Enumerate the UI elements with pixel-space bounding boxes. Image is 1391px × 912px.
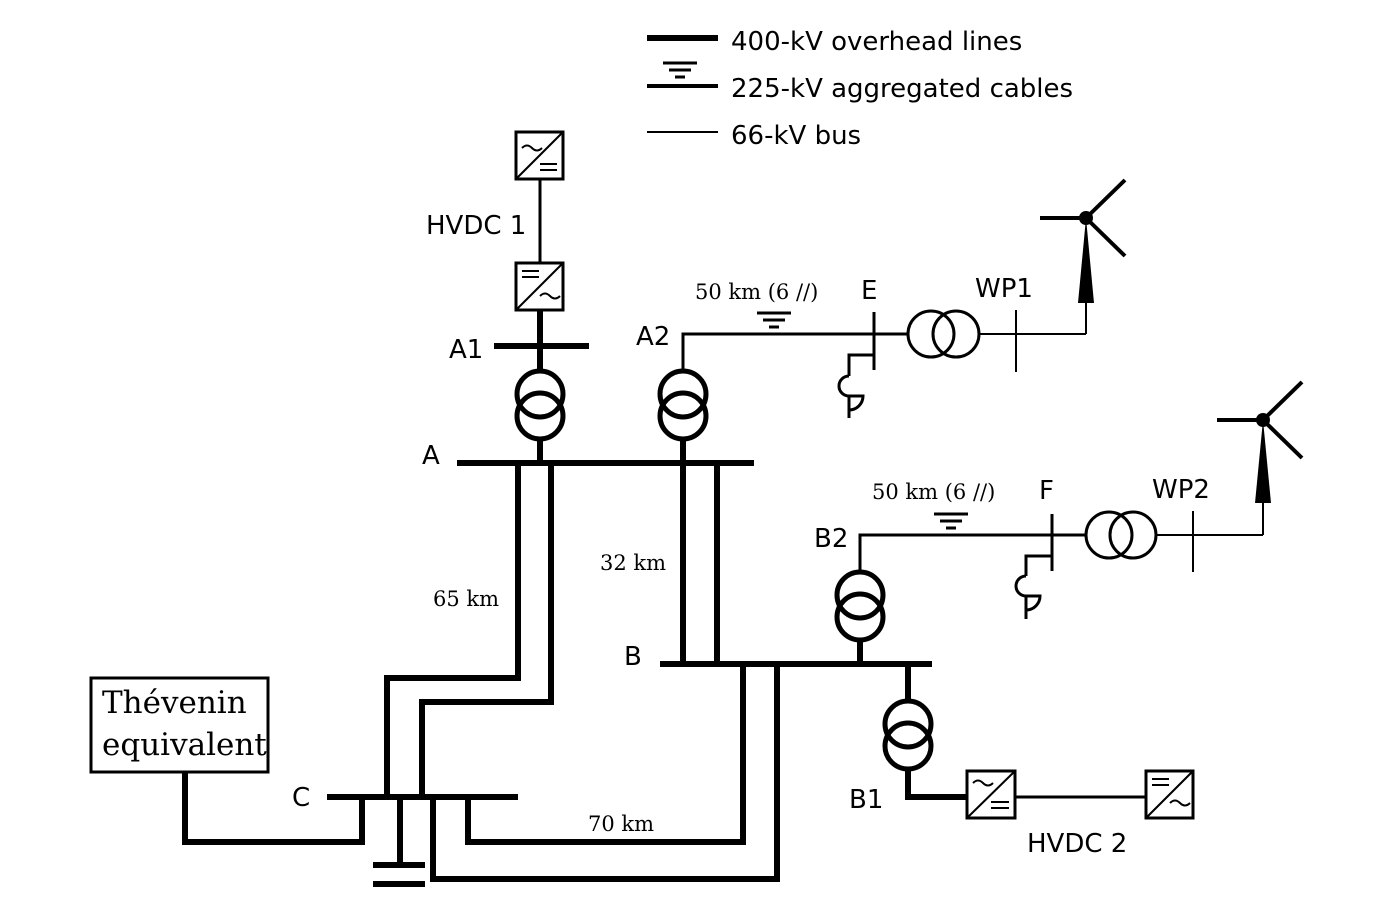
- wind-turbine-1-icon: [1040, 178, 1127, 303]
- transformer-B-B1: [882, 698, 934, 772]
- thevenin-connection: [182, 772, 365, 845]
- label-F: F: [1039, 476, 1054, 506]
- hvdc2-converter-right: [1144, 769, 1195, 820]
- label-B1: B1: [849, 785, 883, 815]
- line-B-C-circuit-1: [465, 664, 746, 845]
- label-A: A: [422, 441, 440, 471]
- legend-cable-label: 225-kV aggregated cables: [731, 74, 1073, 104]
- hvdc1-converter-bottom: [514, 261, 565, 312]
- transformer-E-WP1: [906, 309, 981, 359]
- line-A-C-circuit-1: [384, 463, 521, 797]
- label-WP1: WP1: [975, 274, 1033, 304]
- bus-C-ground-icon: [373, 862, 425, 887]
- legend-bus-label: 66-kV bus: [731, 121, 861, 151]
- label-A2: A2: [636, 322, 670, 352]
- cable-A2-E: [681, 332, 874, 371]
- cable-A2-E-length: 50 km (6 //): [695, 280, 818, 304]
- reactor-E-icon: [837, 353, 874, 418]
- thevenin-equivalent-box: [89, 676, 270, 774]
- label-B: B: [624, 642, 642, 672]
- bus-B1: [905, 769, 967, 800]
- line-A-B-length: 32 km: [600, 551, 666, 575]
- line-B-C-circuit-2: [430, 664, 780, 882]
- label-WP2: WP2: [1152, 475, 1210, 505]
- legend: 400-kV overhead lines 225-kV aggregated …: [647, 27, 1073, 151]
- hvdc1-converter-top: [514, 130, 565, 181]
- thevenin-label-line1: Thévenin: [102, 685, 247, 721]
- cable-B2-F: [858, 533, 1052, 572]
- label-A1: A1: [449, 335, 483, 365]
- transformer-F-WP2: [1084, 510, 1158, 560]
- line-B-C-length: 70 km: [588, 812, 654, 836]
- hvdc1-label: HVDC 1: [426, 211, 526, 241]
- legend-cable-ground-icon: [663, 61, 697, 79]
- cable-B2-F-ground-icon: [934, 512, 968, 530]
- label-E: E: [861, 276, 877, 306]
- transformer-A2-A: [657, 368, 709, 442]
- transformer-A1-A: [514, 368, 566, 442]
- hvdc2-converter-left: [965, 769, 1017, 820]
- cable-A2-E-ground-icon: [757, 311, 791, 329]
- label-C: C: [292, 783, 310, 813]
- legend-overhead-label: 400-kV overhead lines: [731, 27, 1022, 57]
- cable-B2-F-length: 50 km (6 //): [872, 480, 995, 504]
- wind-turbine-2-icon: [1217, 380, 1304, 503]
- reactor-F-icon: [1014, 554, 1052, 619]
- line-A-C-circuit-2: [419, 463, 554, 797]
- hvdc2-label: HVDC 2: [1027, 829, 1127, 859]
- thevenin-label-line2: equivalent: [102, 727, 267, 763]
- transformer-B-B2: [834, 569, 886, 643]
- label-B2: B2: [814, 524, 848, 554]
- line-A-C-length: 65 km: [433, 587, 499, 611]
